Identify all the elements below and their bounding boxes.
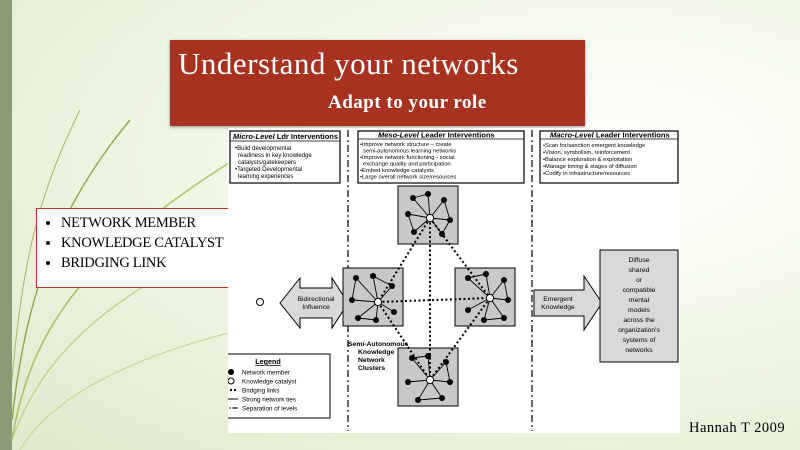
bullet-network-member: NETWORK MEMBER — [61, 213, 231, 233]
bullet-knowledge-catalyst: KNOWLEDGE CATALYST — [61, 233, 231, 253]
diffuse-line: models — [628, 307, 651, 314]
cluster-left-network — [351, 275, 395, 321]
micro-item: learning experiences — [238, 174, 293, 180]
legend-title: Legend — [255, 357, 281, 366]
legend-item: Strong network ties — [242, 397, 296, 404]
meso-item: •Improve network functioning - social — [360, 155, 455, 161]
micro-level-box: Micro-Level Ldr Interventions •Build dev… — [229, 130, 341, 184]
micro-item: readiness in key knowledge — [238, 153, 312, 159]
knowledge-catalyst-nodes — [373, 213, 495, 385]
svg-text:Network: Network — [358, 357, 385, 364]
meso-item: •Embed knowledge catalysts — [360, 168, 434, 174]
legend-item: Separation of levels — [242, 406, 297, 413]
diffuse-line: shared — [629, 267, 650, 274]
meso-level-heading: Meso-Level Leader Interventions — [378, 131, 495, 140]
cluster-label: Semi-Autonomous Knowledge Network Cluste… — [348, 341, 409, 372]
meso-item: exchange quality and participation — [363, 162, 451, 168]
macro-level-heading: Macro-Level Leader Interventions — [550, 131, 670, 140]
bullet-bridging-link: BRIDGING LINK — [61, 253, 231, 273]
meso-item: •Improve network structure – create — [360, 142, 452, 148]
role-bullet-box: NETWORK MEMBER KNOWLEDGE CATALYST BRIDGI… — [36, 208, 232, 288]
emergent-knowledge-arrow: Emergent Knowledge — [533, 274, 603, 332]
macro-item: •Balance exploration & exploitation — [543, 157, 632, 163]
macro-item: •Scan for/sanction emergent knowledge — [543, 143, 645, 149]
micro-level-heading: Micro-Level Ldr Interventions — [233, 132, 338, 141]
micro-item: •Build developmental — [235, 146, 291, 152]
micro-item: catalysts/gatekeepers — [238, 160, 296, 166]
svg-text:Semi-Autonomous: Semi-Autonomous — [348, 341, 409, 348]
macro-item: •Vision, symbolism, reinforcement — [543, 150, 630, 156]
title-banner: Understand your networks Adapt to your r… — [170, 40, 585, 126]
diagram-legend: Legend Network member Knowledge catalyst… — [228, 353, 331, 419]
author-credit: Hannah T 2009 — [689, 420, 786, 436]
macro-level-box: Macro-Level Leader Interventions •Scan f… — [539, 130, 679, 184]
macro-item: •Manage timing & stages of diffusion — [543, 164, 637, 170]
diffuse-line: across the — [623, 317, 655, 324]
diffuse-line: systems of — [623, 337, 656, 344]
bidirectional-label: Influence — [302, 304, 330, 311]
meso-item: semi-autonomous learning networks — [363, 149, 456, 155]
emergent-label: Emergent — [543, 296, 573, 303]
diffuse-line: or — [636, 277, 643, 284]
diffuse-line: Diffuse — [628, 257, 649, 264]
legend-member-symbol — [228, 369, 234, 375]
micro-item: •Targeted Developmental — [235, 167, 302, 173]
slide-sidebar-strip — [0, 0, 12, 450]
meso-item: •Large overall network size/resources — [360, 175, 457, 181]
svg-text:Clusters: Clusters — [358, 365, 385, 372]
slide-subtitle: Adapt to your role — [328, 92, 487, 113]
legend-item: Network member — [242, 370, 290, 377]
macro-item: •Codify in infrastructure/resources — [543, 171, 630, 177]
bidirectional-influence-arrow: Bidirectional Influence — [279, 276, 349, 330]
bridging-links — [377, 217, 491, 381]
legend-catalyst-symbol — [228, 377, 235, 385]
svg-text:Knowledge: Knowledge — [358, 349, 394, 356]
diffuse-line: organization's — [618, 327, 660, 334]
diffuse-line: networks — [625, 347, 653, 354]
diagram-canvas: Micro-Level Ldr Interventions •Build dev… — [228, 130, 679, 431]
knowledge-catalyst-marker — [256, 298, 264, 306]
network-member-nodes — [349, 191, 511, 403]
legend-item: Knowledge catalyst — [242, 379, 297, 386]
legend-item: Bridging links — [242, 388, 279, 395]
diffuse-mental-models-box: Diffuse shared or compatible mental mode… — [599, 249, 679, 363]
diffuse-line: mental — [629, 297, 650, 304]
network-leadership-diagram: Micro-Level Ldr Interventions •Build dev… — [228, 128, 680, 433]
emergent-label: Knowledge — [541, 304, 575, 311]
bidirectional-label: Bidirectional — [297, 296, 335, 303]
meso-level-box: Meso-Level Leader Interventions •Improve… — [357, 130, 525, 184]
diffuse-line: compatible — [623, 287, 656, 294]
slide-title: Understand your networks — [178, 46, 519, 81]
